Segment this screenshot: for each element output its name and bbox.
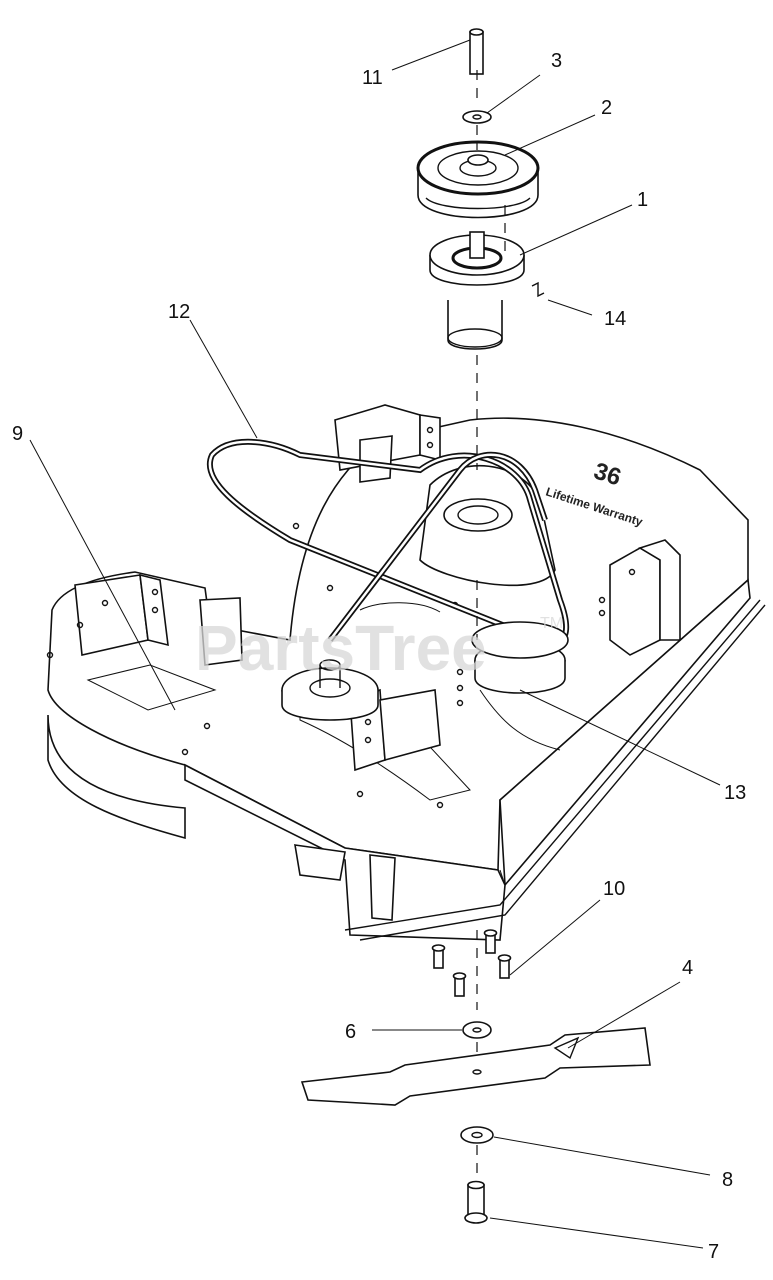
callout-4: 4: [682, 957, 693, 979]
part-6-spacer: [462, 1021, 492, 1039]
watermark-tm: TM: [540, 615, 563, 632]
part-10-bolts: [431, 929, 512, 997]
leader-lines: [29, 39, 721, 1249]
center-spindle-plate: [419, 465, 556, 587]
mower-deck: [46, 404, 766, 941]
callout-3: 3: [551, 50, 562, 72]
watermark: PartsTree TM: [195, 612, 563, 684]
drive-belt: [207, 438, 570, 647]
callout-13: 13: [724, 782, 746, 804]
part-14-clip: [531, 281, 545, 298]
part-11-bolt: [469, 28, 484, 75]
callout-9: 9: [12, 423, 23, 445]
part-7-bolt: [464, 1180, 488, 1224]
callout-7: 7: [708, 1241, 719, 1263]
right-deck-pulley: [471, 621, 569, 694]
callout-labels: 11 3 2 1 14 12 9 13 10 4 6 8 7: [12, 50, 746, 1263]
left-deck-pulley: [281, 659, 379, 721]
part-1-spindle-assembly: [429, 231, 525, 350]
part-2-pulley: [416, 140, 540, 219]
callout-14: 14: [604, 308, 626, 330]
watermark-text: PartsTree: [195, 612, 487, 684]
part-8-washer: [460, 1126, 494, 1144]
callout-6: 6: [345, 1021, 356, 1043]
callout-12: 12: [168, 301, 190, 323]
part-4-blade: [300, 1027, 651, 1106]
callout-10: 10: [603, 878, 625, 900]
callout-2: 2: [601, 97, 612, 119]
callout-1: 1: [637, 189, 648, 211]
callout-11: 11: [362, 67, 383, 89]
callout-8: 8: [722, 1169, 733, 1191]
part-3-washer: [462, 110, 492, 124]
